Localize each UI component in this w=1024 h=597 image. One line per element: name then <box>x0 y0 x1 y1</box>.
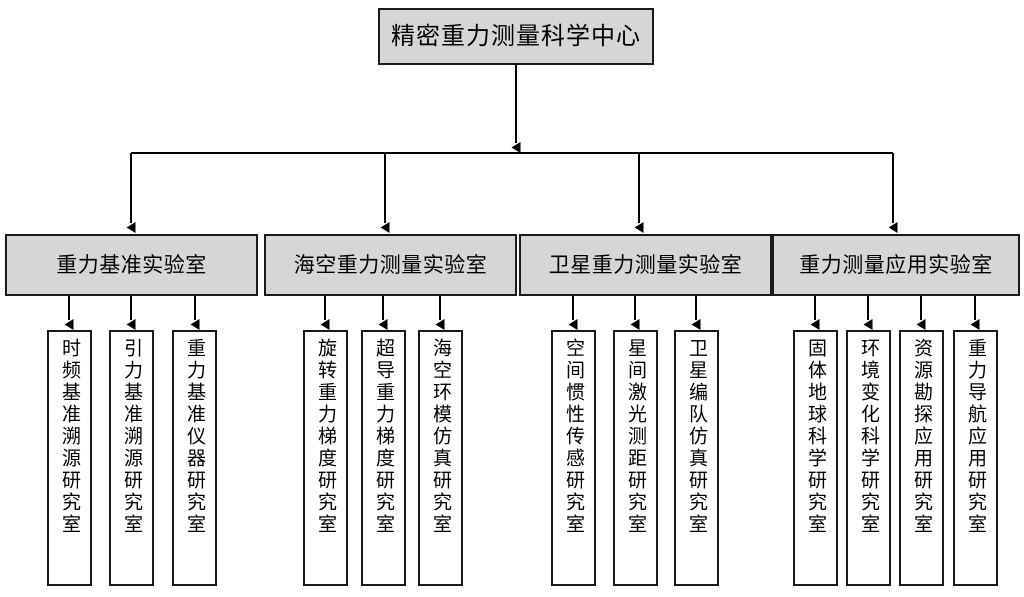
leaf-label: 时频基准溯源研究室 <box>59 338 80 536</box>
leaf-label: 重力导航应用研究室 <box>965 338 986 536</box>
leaf-node-inter-satellite-laser-ranging[interactable]: 星间激光测距研究室 <box>613 330 658 586</box>
leaf-label: 资源勘探应用研究室 <box>911 338 932 536</box>
group-node-gravity-benchmark-lab[interactable]: 重力基准实验室 <box>5 234 258 296</box>
leaf-label: 超导重力梯度研究室 <box>373 338 394 536</box>
leaf-label: 环境变化科学研究室 <box>858 338 879 536</box>
group-node-gravity-application-lab[interactable]: 重力测量应用实验室 <box>772 234 1020 296</box>
leaf-label: 海空环模仿真研究室 <box>430 338 451 536</box>
leaf-label: 引力基准溯源研究室 <box>121 338 142 536</box>
group-node-satellite-gravity-lab[interactable]: 卫星重力测量实验室 <box>519 234 772 296</box>
leaf-node-gravitation-benchmark[interactable]: 引力基准溯源研究室 <box>109 330 154 586</box>
leaf-node-space-inertial-sensing[interactable]: 空间惯性传感研究室 <box>551 330 596 586</box>
leaf-label: 空间惯性传感研究室 <box>563 338 584 536</box>
leaf-node-superconducting-gravity-gradient[interactable]: 超导重力梯度研究室 <box>361 330 406 586</box>
leaf-node-marine-air-environment-simulation[interactable]: 海空环模仿真研究室 <box>418 330 463 586</box>
leaf-label: 旋转重力梯度研究室 <box>315 338 336 536</box>
leaf-label: 星间激光测距研究室 <box>625 338 646 536</box>
leaf-node-resource-exploration-application[interactable]: 资源勘探应用研究室 <box>899 330 944 586</box>
leaf-node-time-frequency-benchmark[interactable]: 时频基准溯源研究室 <box>47 330 92 586</box>
leaf-node-solid-earth-science[interactable]: 固体地球科学研究室 <box>793 330 838 586</box>
leaf-node-environmental-change-science[interactable]: 环境变化科学研究室 <box>846 330 891 586</box>
leaf-label: 固体地球科学研究室 <box>805 338 826 536</box>
leaf-node-gravity-navigation-application[interactable]: 重力导航应用研究室 <box>953 330 998 586</box>
leaf-node-satellite-formation-simulation[interactable]: 卫星编队仿真研究室 <box>674 330 719 586</box>
leaf-label: 重力基准仪器研究室 <box>184 338 205 536</box>
leaf-node-rotating-gravity-gradient[interactable]: 旋转重力梯度研究室 <box>303 330 348 586</box>
root-node-center[interactable]: 精密重力测量科学中心 <box>378 8 654 65</box>
leaf-node-gravity-benchmark-instrument[interactable]: 重力基准仪器研究室 <box>172 330 217 586</box>
group-node-marine-air-gravity-lab[interactable]: 海空重力测量实验室 <box>264 234 517 296</box>
leaf-label: 卫星编队仿真研究室 <box>686 338 707 536</box>
